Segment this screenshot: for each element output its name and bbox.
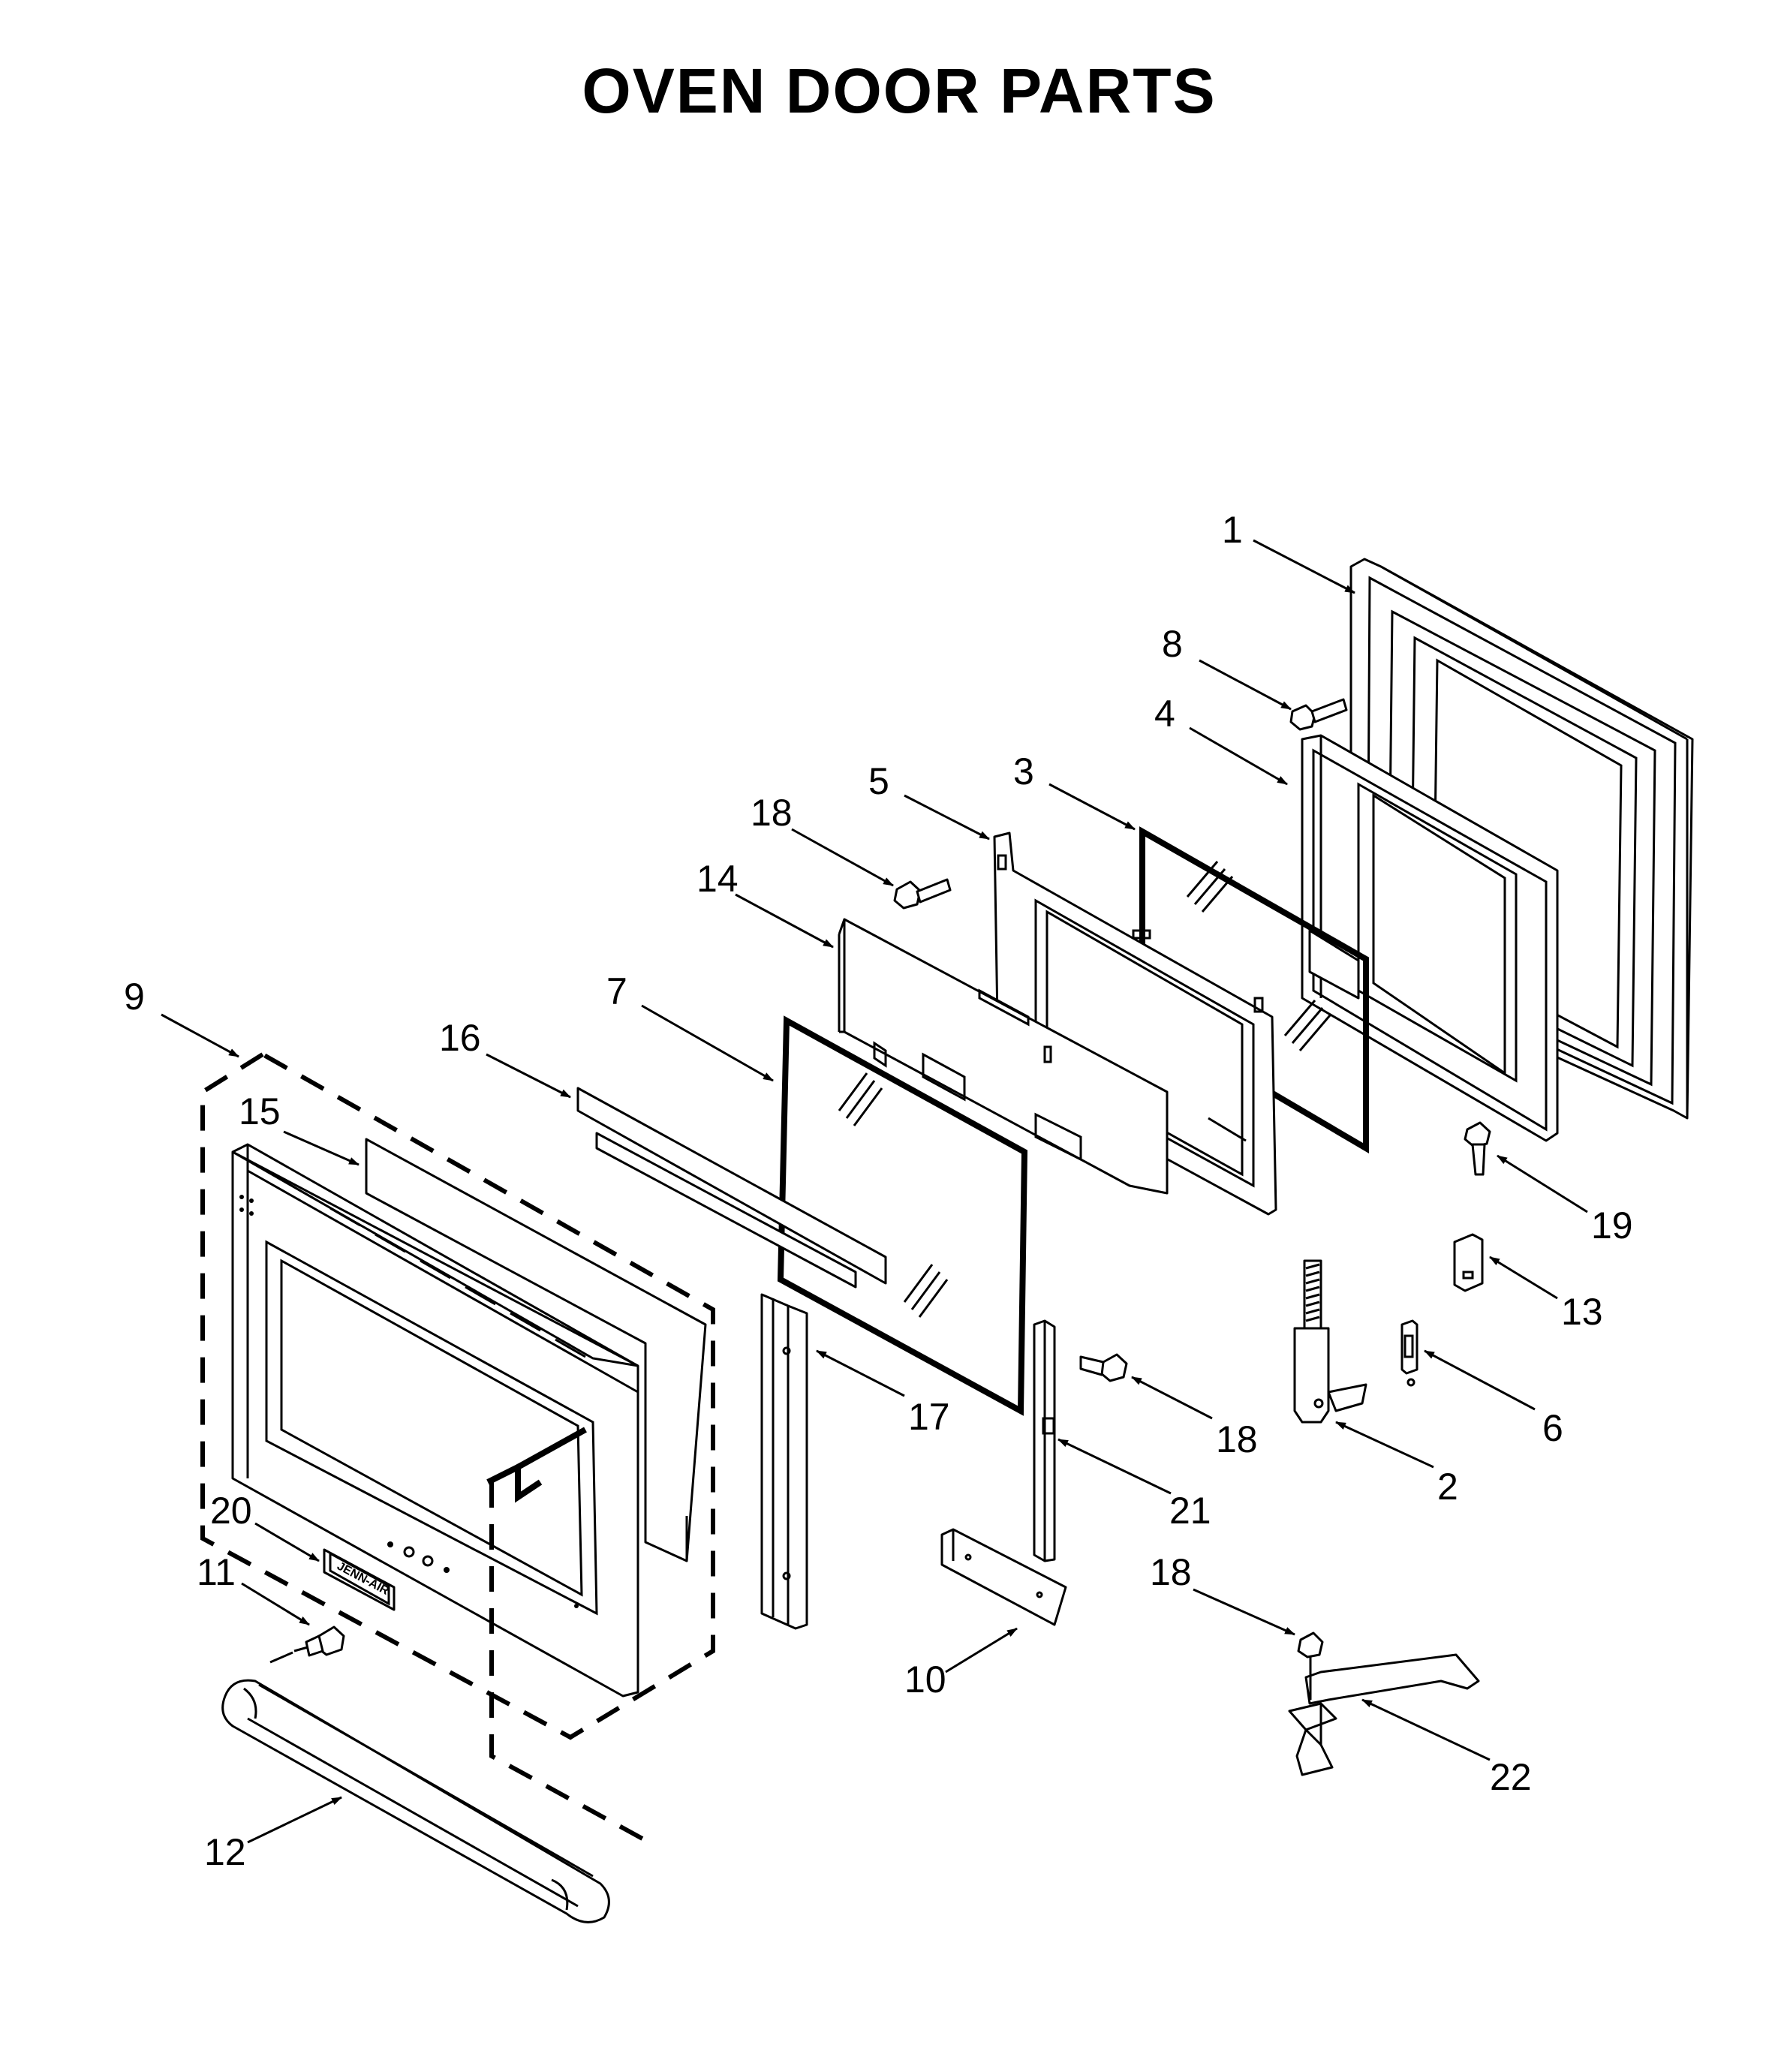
leader-10 [945, 1627, 1018, 1674]
leader-14 [735, 893, 834, 949]
leader-17 [816, 1349, 905, 1397]
leader-18-upper [791, 828, 894, 887]
callout-8: 8 [1162, 623, 1183, 665]
callout-1: 1 [1222, 509, 1243, 551]
leader-11 [241, 1582, 310, 1626]
leader-2 [1335, 1421, 1434, 1469]
leader-5 [904, 794, 990, 841]
callout-5: 5 [868, 760, 889, 802]
leader-18-lower [1193, 1588, 1295, 1636]
callout-11: 11 [197, 1551, 236, 1593]
callout-15: 15 [239, 1090, 281, 1132]
leader-3 [1048, 783, 1136, 831]
callout-3: 3 [1013, 750, 1034, 792]
callout-13: 13 [1561, 1291, 1603, 1333]
page-title: OVEN DOOR PARTS [582, 56, 1216, 126]
part-15-insulation-glass [365, 1138, 707, 1562]
part-5-glass-retainer [993, 832, 1277, 1216]
part-13-hinge-clip [1453, 1233, 1484, 1292]
callout-20: 20 [210, 1490, 252, 1532]
leader-19 [1497, 1154, 1588, 1213]
part-22-hinge-arm [1288, 1631, 1480, 1776]
part-11-handle-screw [293, 1625, 345, 1657]
outer-door-panel [231, 1143, 651, 1845]
part-21-bracket [1033, 1319, 1056, 1562]
part-7-outer-glass [777, 1015, 1028, 1416]
leader-13 [1489, 1256, 1558, 1300]
part-18-screw-middle [1079, 1353, 1128, 1382]
callout-22: 22 [1490, 1756, 1532, 1798]
part-4-door-frame [1301, 734, 1559, 1142]
callout-19: 19 [1591, 1204, 1633, 1247]
part-14-heat-shield [838, 918, 1169, 1195]
callout-17: 17 [908, 1396, 950, 1438]
leader-11-handle [269, 1651, 293, 1664]
callout-16: 16 [439, 1017, 481, 1059]
callout-12: 12 [204, 1831, 246, 1873]
leader-12 [247, 1796, 342, 1844]
part-8-screw [1289, 698, 1348, 731]
leader-9 [161, 1013, 239, 1058]
leader-8 [1199, 659, 1292, 711]
part-2-hinge [1293, 1259, 1367, 1424]
leader-16 [486, 1053, 571, 1099]
part-9-assembly-outline [200, 1052, 715, 1740]
leader-22 [1361, 1698, 1491, 1761]
leader-21 [1057, 1438, 1172, 1495]
leader-15 [283, 1130, 360, 1166]
callout-6: 6 [1542, 1407, 1563, 1449]
callout-14: 14 [696, 858, 739, 900]
callout-18-middle: 18 [1216, 1418, 1258, 1460]
part-19-screw [1464, 1121, 1491, 1176]
leader-20 [254, 1522, 320, 1562]
leader-1 [1253, 539, 1355, 594]
leader-4 [1189, 726, 1288, 786]
part-18-screw-upper [893, 878, 952, 910]
callout-7: 7 [606, 970, 627, 1012]
part-16-top-trim [576, 1087, 887, 1289]
part-6-hinge-receiver [1400, 1319, 1418, 1387]
callout-2: 2 [1437, 1466, 1458, 1508]
callout-9: 9 [124, 976, 145, 1018]
leader-6 [1424, 1349, 1536, 1411]
callout-4: 4 [1154, 693, 1175, 735]
callout-18-lower: 18 [1150, 1551, 1192, 1593]
callout-18-upper: 18 [751, 792, 793, 834]
part-12-handle [221, 1679, 610, 1923]
part-17-side-trim [760, 1293, 808, 1630]
leader-18-middle [1131, 1376, 1213, 1420]
callout-10: 10 [904, 1659, 946, 1701]
callout-21: 21 [1169, 1490, 1211, 1532]
leader-7 [641, 1004, 774, 1082]
part-10-bottom-trim [940, 1528, 1067, 1626]
